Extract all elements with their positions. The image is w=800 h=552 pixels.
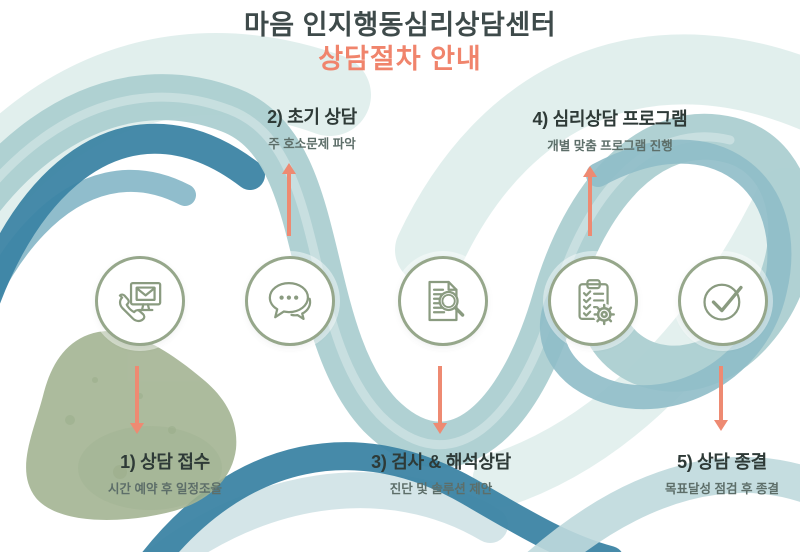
- step-5-desc: 목표달성 점검 후 종결: [665, 482, 779, 496]
- step-2-arrow: [282, 163, 296, 236]
- clipboard-gear-icon: [578, 279, 615, 326]
- step-1-arrow: [130, 366, 144, 434]
- chat-bubbles-icon: [268, 281, 312, 321]
- step-5-circle: [678, 256, 768, 346]
- step-3-text: 3) 검사 & 해석상담 진단 및 솔루션 제안: [371, 448, 511, 497]
- page-subtitle: 상담절차 안내: [318, 44, 482, 74]
- step-1-text: 1) 상담 접수 시간 예약 후 일정조율: [108, 448, 222, 497]
- step-4-text: 4) 심리상담 프로그램 개별 맞춤 프로그램 진행: [533, 105, 688, 154]
- check-circle-icon: [703, 283, 743, 321]
- step-1-circle: [95, 256, 185, 346]
- step-3-arrow: [433, 366, 447, 434]
- step-3-desc: 진단 및 솔루션 제안: [389, 482, 493, 496]
- step-5-text: 5) 상담 종결 목표달성 점검 후 종결: [665, 448, 779, 497]
- step-2-label: 2) 초기 상담: [267, 107, 357, 127]
- document-magnifier-icon: [428, 280, 465, 322]
- step-3-circle: [398, 256, 488, 346]
- header: 마음 인지행동심리상담센터 상담절차 안내: [0, 8, 800, 75]
- step-4-arrow: [583, 166, 597, 236]
- step-2-text: 2) 초기 상담 주 호소문제 파악: [267, 103, 357, 152]
- step-1-label: 1) 상담 접수: [120, 452, 210, 472]
- phone-monitor-mail-icon: [118, 281, 162, 323]
- step-1-desc: 시간 예약 후 일정조율: [108, 482, 222, 496]
- step-5-label: 5) 상담 종결: [677, 452, 767, 472]
- step-2-desc: 주 호소문제 파악: [268, 137, 356, 151]
- step-4-label: 4) 심리상담 프로그램: [532, 109, 688, 129]
- step-2-circle: [245, 256, 335, 346]
- step-4-desc: 개별 맞춤 프로그램 진행: [547, 139, 673, 153]
- step-5-arrow: [714, 366, 728, 431]
- step-3-label: 3) 검사 & 해석상담: [371, 452, 511, 472]
- page-title: 마음 인지행동심리상담센터: [243, 10, 557, 40]
- step-4-circle: [548, 256, 638, 346]
